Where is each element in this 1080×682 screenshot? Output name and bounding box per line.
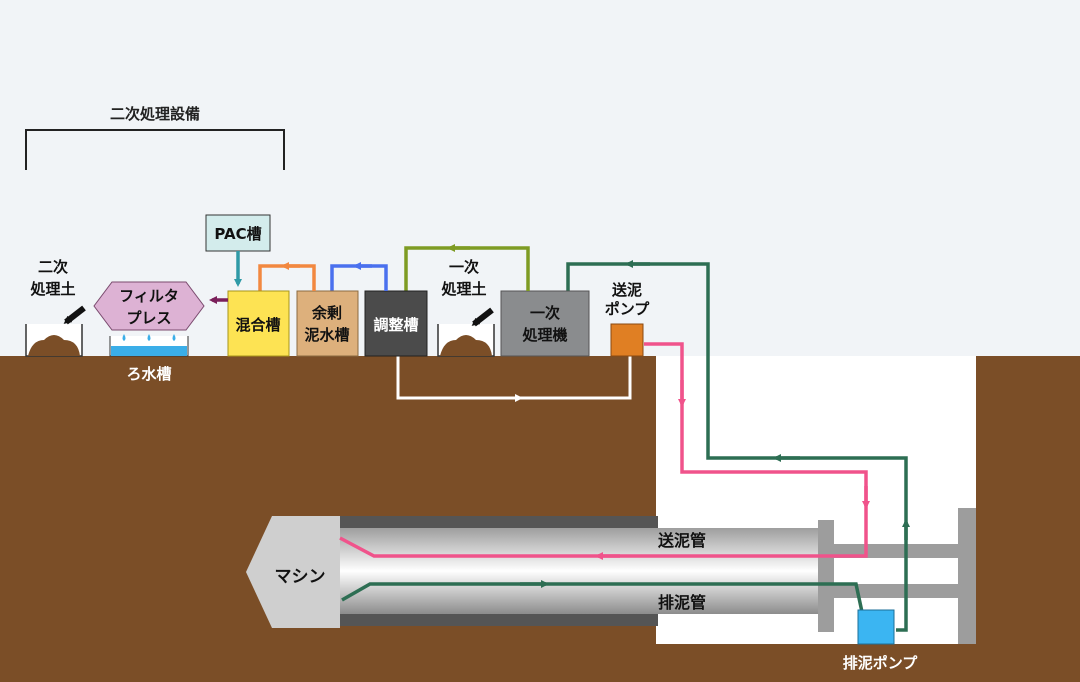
tunnel-dark-band-top — [338, 516, 658, 530]
primary-processor-label-line1: 一次 — [530, 304, 560, 322]
secondary-soil-arrow — [63, 305, 86, 325]
water-drop-icon — [172, 334, 176, 341]
filter-press — [93, 281, 205, 331]
tunnel-dark-band-bottom — [338, 612, 658, 626]
primary-soil-label-line1: 一次 — [449, 258, 479, 276]
feed-line-tail — [339, 536, 602, 558]
discharge-pump — [857, 609, 895, 645]
filter-press-label-line1: フィルタ — [119, 287, 179, 305]
excess-mud-tank — [296, 290, 359, 357]
adjust-to-excess-line — [330, 264, 388, 291]
excess-mud-label-line2: 泥水槽 — [304, 326, 349, 344]
secondary-soil-pile — [28, 335, 80, 356]
primary-processor-label-line2: 処理機 — [521, 326, 567, 344]
feed-pump-label-line1: 送泥 — [611, 281, 642, 299]
primary-soil-arrow — [471, 307, 494, 327]
secondary-facility-bracket — [25, 129, 285, 170]
machine-label: マシン — [275, 567, 326, 587]
pac-tank — [205, 214, 271, 252]
tunnel-machine — [246, 516, 340, 628]
primary-soil-pile — [440, 335, 492, 356]
secondary-soil-label-line2: 処理土 — [29, 280, 75, 298]
shaft-entrance-wall — [818, 520, 834, 632]
filtrate-water — [111, 346, 187, 356]
feed-line — [602, 342, 868, 558]
pac-tank-label: PAC槽 — [214, 225, 261, 243]
feed-pump — [610, 323, 644, 357]
discharge-line-up — [566, 262, 908, 632]
discharge-line — [341, 582, 864, 613]
discharge-pipe-label: 排泥管 — [658, 593, 706, 612]
excess-to-mixing-line — [258, 264, 316, 291]
primary-processor — [500, 290, 590, 357]
secondary-soil-label-line1: 二次 — [38, 258, 68, 276]
tunnel-tube — [338, 528, 830, 614]
feed-pump-label-line2: ポンプ — [605, 300, 651, 318]
feed-pipe-label: 送泥管 — [657, 531, 706, 550]
secondary-facility-label: 二次処理設備 — [110, 105, 200, 123]
excess-mud-label-line1: 余剰 — [311, 304, 342, 322]
adjust-tank-label: 調整槽 — [373, 316, 418, 334]
primary-soil-label-line2: 処理土 — [440, 280, 486, 298]
shaft-strut-lower — [834, 584, 958, 598]
water-drop-icon — [122, 334, 126, 341]
adjust-tank — [364, 290, 428, 357]
filtrate-tank-label: ろ水槽 — [126, 365, 171, 383]
mixing-tank — [227, 290, 290, 357]
filter-press-label-line2: プレス — [126, 309, 171, 327]
mixing-tank-label: 混合槽 — [235, 316, 280, 334]
water-drop-icon — [147, 334, 151, 341]
discharge-pump-label: 排泥ポンプ — [843, 654, 919, 672]
shaft-back-wall — [958, 508, 976, 644]
